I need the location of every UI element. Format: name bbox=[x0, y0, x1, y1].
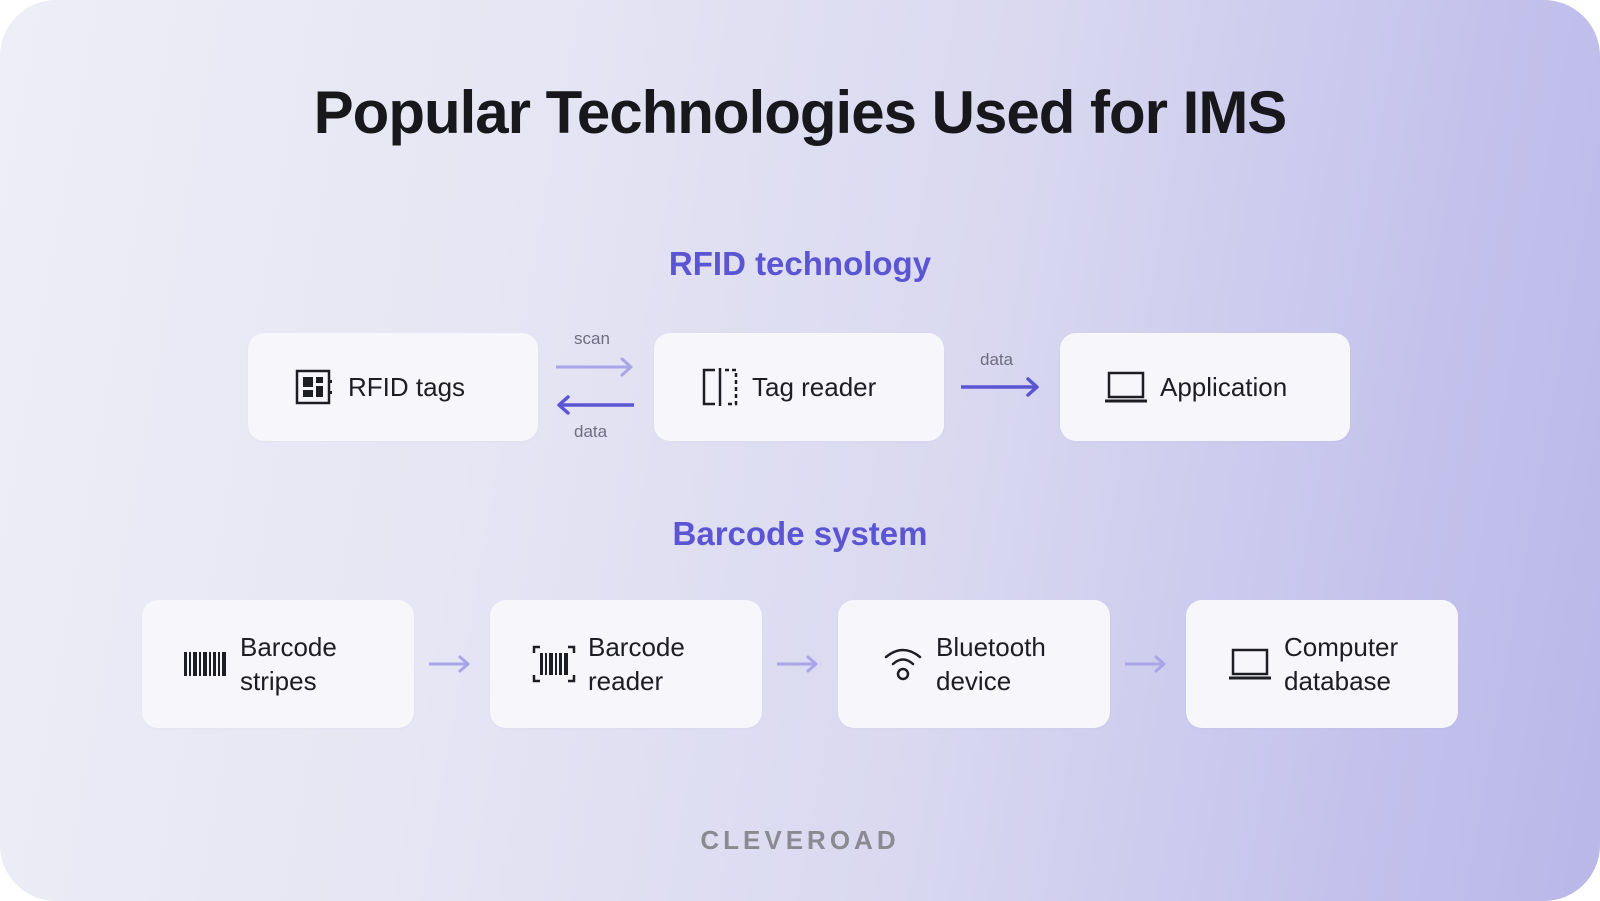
computer-database-line2: database bbox=[1284, 666, 1391, 696]
barcode-reader-line2: reader bbox=[588, 666, 664, 696]
barcode-stripes-line2: stripes bbox=[240, 666, 317, 696]
barcode-scanner-icon bbox=[532, 644, 576, 684]
data-forward-label: data bbox=[980, 350, 1014, 369]
barcode-reader-node: Barcode reader bbox=[490, 600, 762, 728]
barcode-reader-label: Barcode reader bbox=[588, 630, 685, 698]
bluetooth-device-node: Bluetooth device bbox=[838, 600, 1110, 728]
rfid-tags-node: RFID tags bbox=[248, 333, 538, 441]
brand-logo: CLEVEROAD bbox=[700, 825, 900, 855]
barcode-arrow-2 bbox=[777, 655, 818, 673]
barcode-stripes-node: Barcode stripes bbox=[142, 600, 414, 728]
rfid-heading: RFID technology bbox=[668, 245, 932, 282]
barcode-stripes-label: Barcode stripes bbox=[240, 630, 337, 698]
rfid-tag-icon bbox=[294, 367, 334, 407]
data-forward-arrow bbox=[961, 377, 1039, 397]
scan-edge-label: scan bbox=[574, 329, 610, 348]
wireless-signal-icon bbox=[882, 644, 924, 684]
bluetooth-device-line2: device bbox=[936, 666, 1012, 696]
bluetooth-device-line1: Bluetooth bbox=[936, 632, 1046, 662]
barcode-arrow-1 bbox=[429, 655, 470, 673]
computer-database-node: Computer database bbox=[1186, 600, 1458, 728]
laptop-icon bbox=[1228, 644, 1272, 684]
tag-reader-label: Tag reader bbox=[752, 372, 877, 402]
computer-database-label: Computer database bbox=[1284, 630, 1398, 698]
barcode-heading: Barcode system bbox=[672, 515, 928, 552]
page-title: Popular Technologies Used for IMS bbox=[313, 79, 1288, 146]
barcode-icon bbox=[184, 644, 226, 684]
tag-reader-icon bbox=[700, 367, 740, 407]
scan-arrow bbox=[556, 357, 633, 377]
tag-reader-node: Tag reader bbox=[654, 333, 944, 441]
barcode-arrow-3 bbox=[1125, 655, 1166, 673]
barcode-reader-line1: Barcode bbox=[588, 632, 685, 662]
computer-database-line1: Computer bbox=[1284, 632, 1399, 662]
rfid-tags-label: RFID tags bbox=[348, 372, 466, 402]
application-node: Application bbox=[1060, 333, 1350, 441]
application-label: Application bbox=[1160, 372, 1288, 402]
laptop-icon bbox=[1104, 367, 1148, 407]
barcode-stripes-line1: Barcode bbox=[240, 632, 337, 662]
data-return-arrow bbox=[557, 395, 634, 415]
data-return-label: data bbox=[574, 422, 608, 441]
bluetooth-device-label: Bluetooth device bbox=[936, 630, 1046, 698]
